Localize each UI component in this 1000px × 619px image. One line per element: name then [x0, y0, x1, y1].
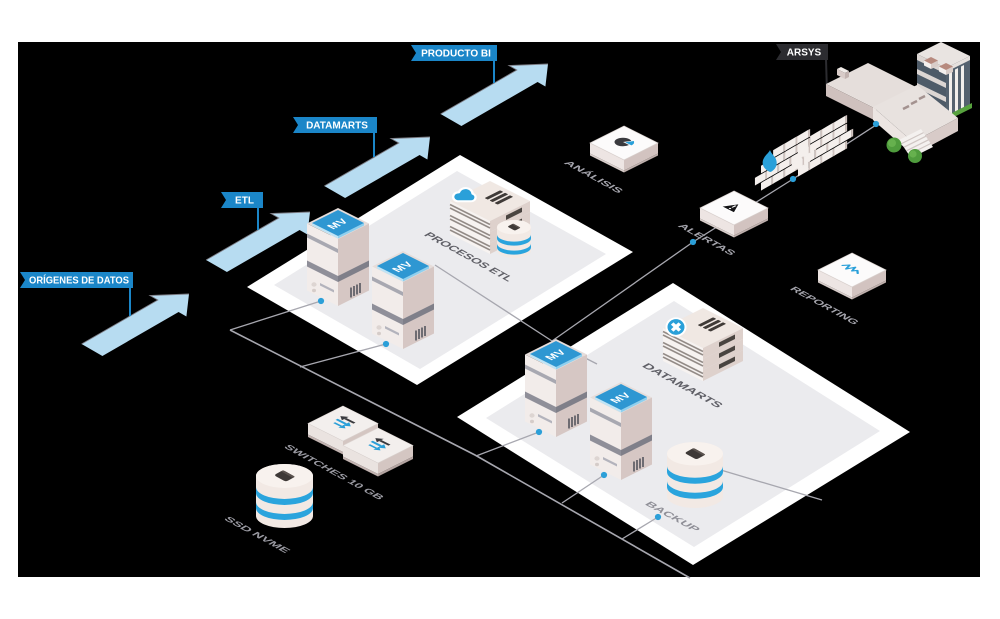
- brick: [797, 129, 811, 144]
- connection-dots: [317, 120, 880, 521]
- ribbon-connectors: [129, 60, 495, 316]
- pulse-line-icon: [841, 264, 859, 274]
- brick: [840, 128, 854, 144]
- brick: [834, 115, 848, 130]
- ribbon-label-producto-bi: PRODUCTO BI: [421, 49, 491, 60]
- brick: [779, 156, 792, 172]
- firewall: [754, 115, 854, 191]
- ribbon-flag: [221, 192, 263, 208]
- ribbon-flag: [411, 45, 497, 61]
- brick: [822, 147, 835, 163]
- flow-arrow-datamarts: [324, 136, 431, 198]
- tree-icon: [886, 137, 922, 163]
- ribbon-label-datamarts: DATAMARTS: [306, 121, 368, 132]
- flow-ribbon-origenes: ORÍGENES DE DATOS: [20, 272, 133, 288]
- server-mv-procesos-2: [371, 250, 435, 350]
- server-mv-datamarts-1: [524, 338, 588, 438]
- ribbon-label-arsys: ARSYS: [787, 48, 822, 59]
- flow-ribbon-etl: ETL: [221, 192, 263, 208]
- firewall-wall: [791, 115, 854, 177]
- flow-arrow-producto-bi: [440, 63, 549, 126]
- x-badge-icon: [665, 317, 687, 337]
- flow-ribbon-datamarts: DATAMARTS: [293, 117, 377, 133]
- brick: [834, 140, 848, 156]
- ribbon-flag: [20, 272, 133, 288]
- ribbon-label-etl: ETL: [235, 196, 254, 207]
- rooftop-unit: [924, 57, 953, 75]
- ribbon-flag: [776, 44, 828, 60]
- brick: [797, 137, 811, 153]
- etl-db-cylinder: [497, 220, 531, 259]
- server-mv-procesos-1: [306, 207, 370, 307]
- flow-arrow-origenes: [81, 293, 190, 356]
- disk-icon: [685, 448, 705, 459]
- datacenter-building: [825, 42, 972, 163]
- flow-arrow-etl: [205, 211, 311, 272]
- flow-arrows: [81, 63, 549, 356]
- pie-chart-icon: [614, 137, 635, 147]
- backup-cylinder: [667, 442, 723, 508]
- ssd-cylinder: [256, 464, 313, 529]
- entrance-steps: [899, 129, 933, 158]
- disk-icon: [508, 223, 521, 231]
- ribbon-label-origenes: ORÍGENES DE DATOS: [29, 274, 129, 287]
- flow-ribbon-producto-bi: PRODUCTO BI: [411, 45, 497, 61]
- ribbon-flag: [293, 117, 377, 133]
- brick: [791, 156, 805, 172]
- brick: [834, 123, 848, 139]
- cloud-icon: [451, 187, 477, 203]
- provider-ribbon-arsys: ARSYS: [776, 44, 828, 60]
- server-mv-datamarts-2: [589, 381, 653, 481]
- brick: [785, 136, 798, 151]
- flame-icon: [762, 150, 777, 172]
- warning-triangle-icon: [720, 203, 741, 214]
- disk-icon: [275, 470, 295, 482]
